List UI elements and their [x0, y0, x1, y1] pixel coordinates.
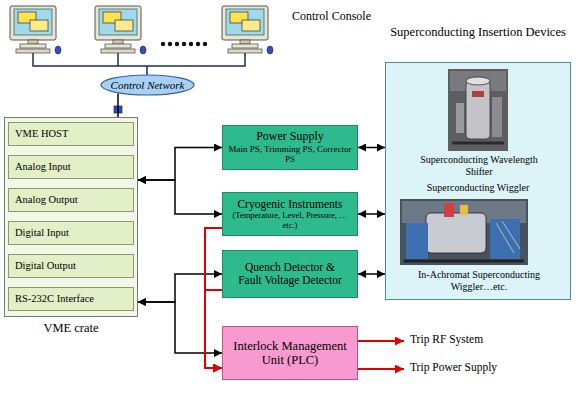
device-name: Superconducting Wavelength Shifter: [419, 154, 539, 177]
signal-connector: [138, 148, 222, 181]
network-label: Control Network: [111, 79, 185, 92]
interlock-signal: [205, 290, 222, 368]
trip-arrow: [358, 340, 404, 342]
crate-module: RS-232C Interface: [8, 287, 134, 311]
network-wires: [33, 53, 245, 75]
process-box: Power SupplyMain PS, Trimming PS, Correc…: [222, 125, 358, 170]
crate-module: VME HOST: [8, 122, 134, 146]
process-box: Cryogenic Instruments(Temperature, Level…: [222, 192, 358, 236]
module-label: Analog Input: [15, 161, 71, 173]
signal-connector: [138, 180, 222, 214]
signal-connector: [138, 302, 222, 353]
interlock-signal: [205, 228, 222, 368]
vme-crate: VME crateVME HOSTAnalog InputAnalog Outp…: [4, 117, 138, 317]
device-name: Superconducting Wiggler: [386, 182, 570, 194]
module-label: Digital Output: [15, 260, 76, 272]
device-panel: Superconducting Insertion DevicesSuperco…: [385, 62, 571, 300]
crate-module: Analog Input: [8, 155, 134, 179]
box-title: Interlock Management Unit (PLC): [230, 339, 350, 368]
crate-module: Analog Output: [8, 188, 134, 212]
box-subtitle: (Temperature, Level, Pressure, …etc.): [227, 211, 353, 231]
computer-icon: [222, 6, 273, 54]
crate-module: Digital Output: [8, 254, 134, 278]
signal-connector: [358, 273, 385, 275]
computer-icon: [10, 6, 61, 54]
box-title: Cryogenic Instruments: [237, 198, 342, 211]
box-title: Power Supply: [256, 130, 324, 144]
ellipse-shape: [101, 75, 194, 95]
module-label: Digital Input: [15, 227, 69, 239]
module-label: Analog Output: [15, 194, 78, 206]
console-label: Control Console: [292, 9, 371, 24]
plc-box: Interlock Management Unit (PLC): [222, 326, 358, 380]
signal-connector: [358, 147, 385, 149]
crate-module: Digital Input: [8, 221, 134, 245]
device-name: In-Achromat Superconducting Wiggler…etc.: [396, 269, 562, 292]
more-consoles-dots: [161, 42, 207, 46]
module-label: RS-232C Interface: [15, 293, 94, 305]
trip-label: Trip Power Supply: [410, 361, 497, 373]
panel-heading: Superconducting Insertion Devices: [386, 25, 570, 39]
process-box: Quench Detector & Fault Voltage Detector: [222, 250, 358, 298]
box-title: Quench Detector & Fault Voltage Detector: [234, 261, 346, 287]
network-ellipse: Control Network: [100, 74, 195, 96]
trip-arrow: [358, 368, 404, 370]
computer-icon: [95, 6, 146, 54]
box-subtitle: Main PS, Trimming PS, Corrector PS: [227, 144, 353, 165]
trip-label: Trip RF System: [410, 333, 483, 345]
module-label: VME HOST: [15, 128, 68, 140]
signal-connector: [358, 213, 385, 215]
crate-label: VME crate: [5, 321, 137, 335]
signal-connector: [138, 274, 222, 302]
